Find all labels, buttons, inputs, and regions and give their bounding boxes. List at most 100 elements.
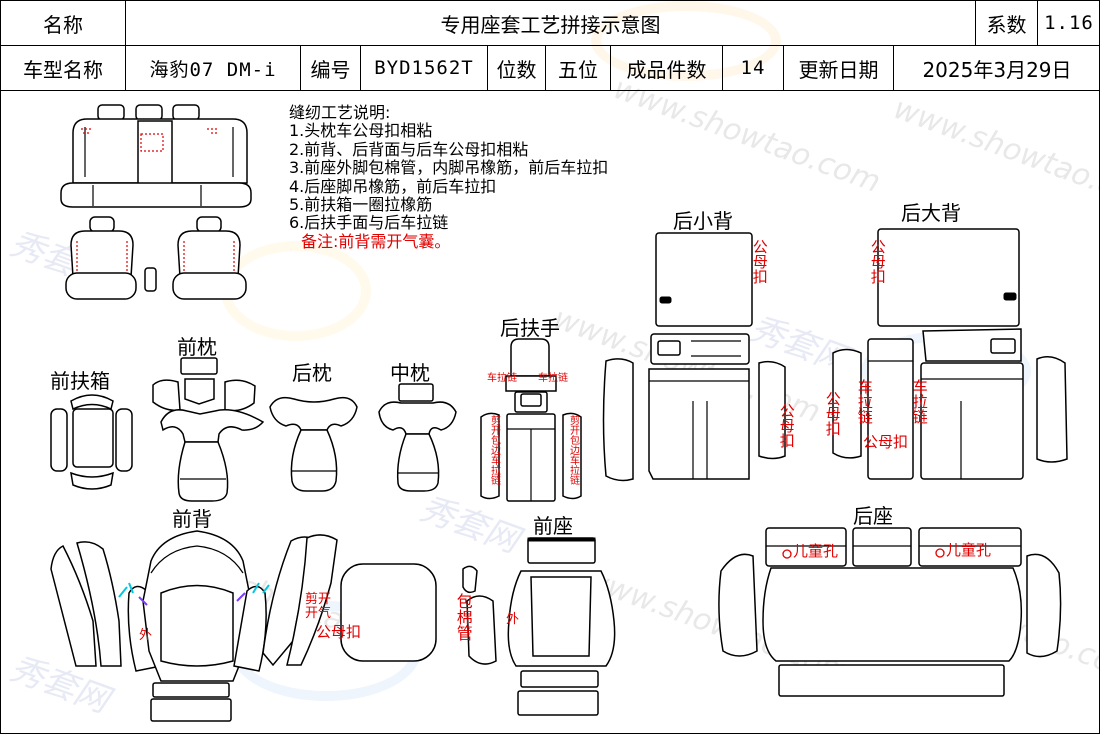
rear-small-back-lower-panel xyxy=(648,368,750,480)
rear-small-back-right-side xyxy=(758,360,786,460)
rear-small-back-pieces xyxy=(602,232,786,482)
instruction-item: 1.头枕车公母扣相粘 xyxy=(289,121,433,141)
instruction-item: 6.后扶手面与后车拉链 xyxy=(289,213,449,233)
rear-large-back-latch xyxy=(1003,292,1017,301)
front-back-right-flap xyxy=(233,585,267,672)
front-back-right-strip-outer xyxy=(286,534,338,666)
header-date-label: 更新日期 xyxy=(784,46,894,91)
front-right-side-mark xyxy=(183,241,235,271)
annotation-zipper-armrest-right: 车拉链 xyxy=(538,373,568,384)
annotation-cut-zipper-left: 剪开包边车拉链 xyxy=(488,415,500,485)
header-seats-value: 五位 xyxy=(546,46,611,91)
front-back-left-strip-inner xyxy=(76,541,122,667)
front-back-center-panel xyxy=(160,584,234,667)
section-label-rear-small-back: 后小背 xyxy=(673,209,733,233)
front-headrest-pieces xyxy=(152,357,265,502)
section-label-middle-headrest: 中枕 xyxy=(390,361,430,385)
header-seats-label: 位数 xyxy=(488,46,546,91)
annotation-snap-rear-small-back-side: 公母扣 xyxy=(777,403,796,448)
front-back-arch-seam xyxy=(150,545,244,574)
front-seat-rear-panel xyxy=(517,690,599,716)
front-left-backrest xyxy=(70,230,134,278)
front-seat-pieces xyxy=(462,537,616,716)
rear-seat-right-wing xyxy=(1026,553,1062,658)
rear-armrest-left-strip xyxy=(480,412,500,500)
header-title: 专用座套工艺拼接示意图 xyxy=(126,1,976,46)
header-pieces-value: 14 xyxy=(723,46,784,91)
front-headrest-band xyxy=(160,409,265,443)
rear-large-back-lower-seam xyxy=(921,378,1023,479)
rear-headrest-band xyxy=(269,396,358,431)
instruction-item: 5.前扶箱一圈拉橡筋 xyxy=(289,195,433,215)
rear-backrest-mark xyxy=(81,128,219,134)
annotation-snap-rear-large-back: 公母扣 xyxy=(868,239,887,284)
rear-small-back-left-side xyxy=(602,358,634,482)
annotation-child-seat-hole-left: 儿童孔 xyxy=(793,542,839,560)
rear-large-back-pieces xyxy=(832,228,1068,480)
rear-backrest-seam xyxy=(84,127,234,177)
annotation-outer-front-seat: 外 xyxy=(506,612,520,627)
armrest-opening-mark xyxy=(140,133,164,152)
header-date-value: 2025年3月29日 xyxy=(894,46,1099,91)
middle-headrest-pieces xyxy=(378,383,457,492)
front-armbox-top-strip xyxy=(70,394,114,411)
child-seat-hole-right-icon xyxy=(935,548,945,558)
rear-armrest-top xyxy=(510,338,550,377)
front-armbox-overview xyxy=(144,267,157,292)
rear-small-back-lower-seam xyxy=(649,380,749,479)
front-armbox-bottom-strip xyxy=(70,471,114,490)
section-label-rear-headrest: 后枕 xyxy=(292,361,332,385)
rear-large-back-left-side xyxy=(832,348,862,459)
front-seat-small-piece xyxy=(462,565,478,594)
rear-small-back-latch-opening xyxy=(657,340,681,356)
middle-headrest-band xyxy=(378,401,457,435)
airbag-marker-purple xyxy=(138,592,246,606)
header-code-label: 编号 xyxy=(301,46,361,91)
front-left-side-mark xyxy=(76,241,128,271)
instructions-note: 备注:前背需开气囊。 xyxy=(301,231,451,251)
rear-headrest-middle xyxy=(135,104,163,121)
rear-armrest-pieces xyxy=(480,338,582,502)
front-armbox-left-side xyxy=(50,408,68,472)
child-seat-hole-left-icon xyxy=(782,549,792,559)
rear-seat-left-wing xyxy=(718,553,758,657)
front-back-rear-panel xyxy=(340,563,437,662)
header-model-label: 车型名称 xyxy=(1,46,126,91)
rear-headrest-face xyxy=(290,429,338,492)
airbag-marker-cyan xyxy=(118,582,270,598)
rear-armrest-seam xyxy=(507,428,555,501)
rear-seat-top-right xyxy=(918,527,1022,567)
rear-armrest-band xyxy=(505,375,557,392)
header-coefficient-label: 系数 xyxy=(976,1,1038,46)
front-headrest-face xyxy=(177,441,229,502)
section-label-front-armbox: 前扶箱 xyxy=(50,369,110,393)
front-armbox-pieces xyxy=(50,394,133,490)
front-headrest-top xyxy=(184,378,215,405)
rear-small-back-strip-seam xyxy=(691,340,741,357)
rear-headrest-right xyxy=(172,104,200,121)
front-headrest-top-strip xyxy=(180,357,218,375)
front-right-headrest xyxy=(196,216,222,233)
front-right-cushion xyxy=(172,272,247,300)
front-seat-side-piece xyxy=(466,595,497,665)
rear-armrest-end-inner xyxy=(520,393,542,407)
front-seat-front-strip xyxy=(527,537,596,564)
section-label-front-headrest: 前枕 xyxy=(177,335,217,359)
rear-large-back-right-side xyxy=(1036,356,1068,463)
middle-headrest-face xyxy=(396,433,440,492)
front-back-pieces xyxy=(50,530,437,722)
rear-seat-bottom-strip xyxy=(778,664,1005,697)
front-headrest-left-wing xyxy=(152,379,181,412)
instructions-title: 缝纫工艺说明: xyxy=(289,103,391,122)
seat-overview xyxy=(60,104,252,300)
front-back-bottom-panel xyxy=(150,698,232,722)
section-label-front-seat: 前座 xyxy=(533,514,573,538)
front-back-bottom-strip xyxy=(152,682,230,698)
front-back-left-strip-outer xyxy=(50,544,97,667)
header-code-value: BYD1562T xyxy=(361,46,488,91)
rear-large-back-panel xyxy=(877,228,1020,327)
section-label-rear-seat: 后座 xyxy=(853,504,893,528)
rear-large-back-latch-opening xyxy=(990,338,1016,354)
front-left-cushion xyxy=(65,272,137,300)
